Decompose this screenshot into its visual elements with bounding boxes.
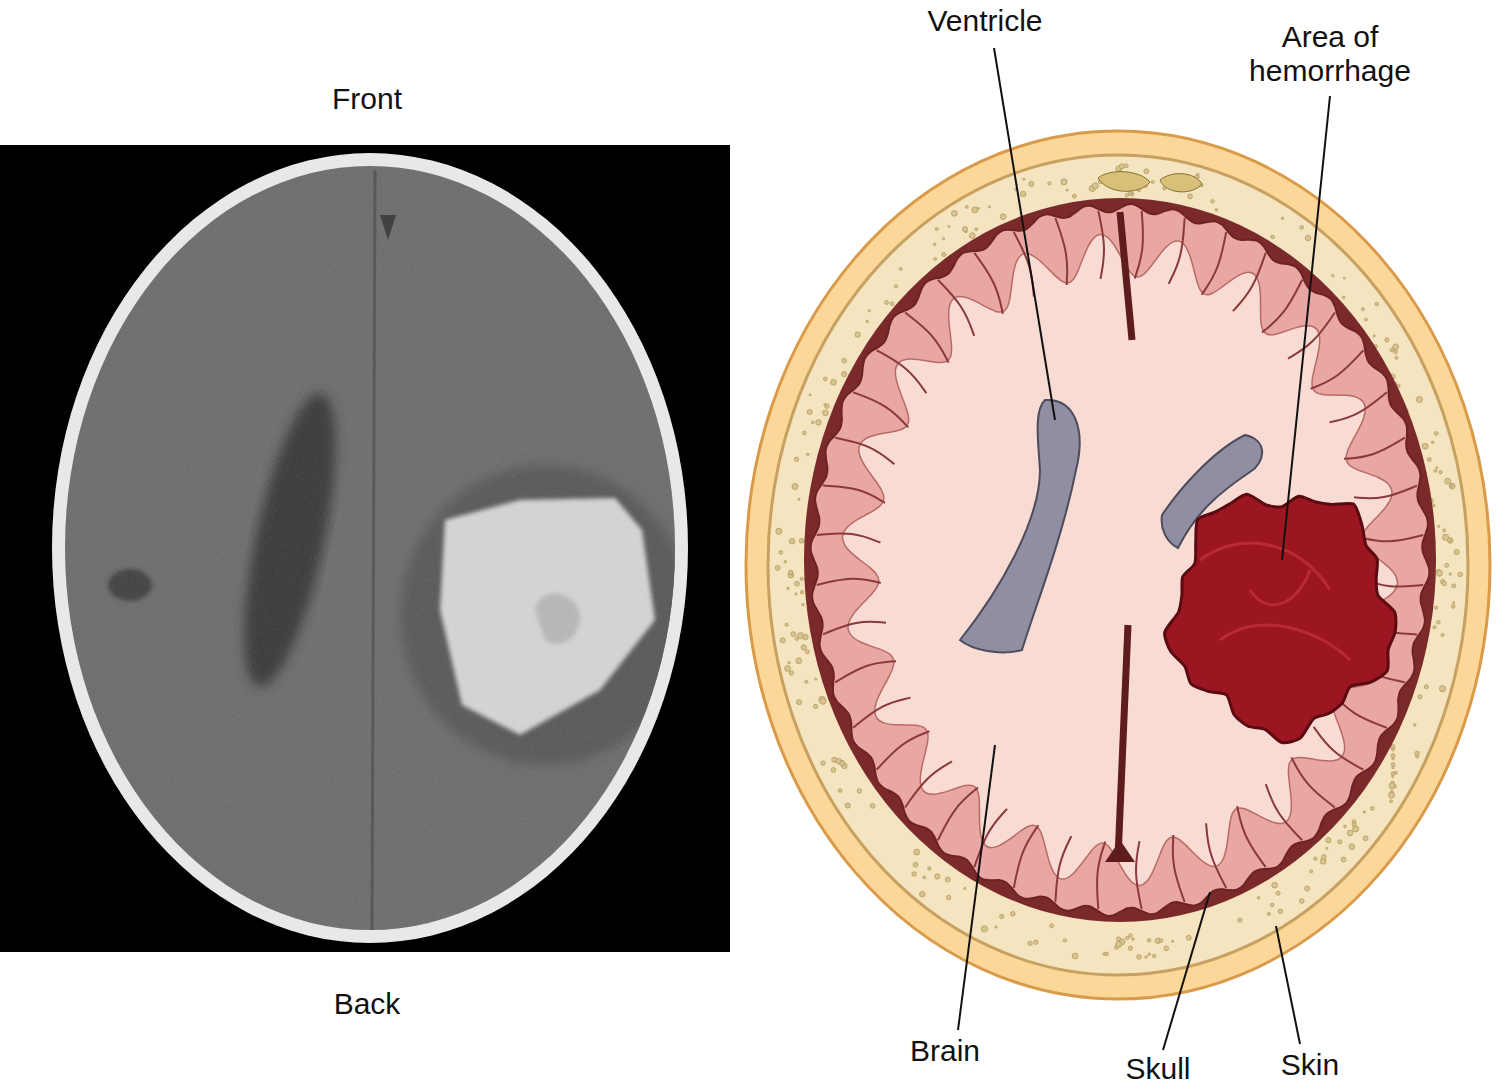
part-label: Ventricle	[885, 4, 1085, 38]
part-label: Skin	[1230, 1048, 1390, 1082]
part-label: Brain	[865, 1034, 1025, 1068]
brain-illustration	[746, 131, 1490, 999]
part-label: Skull	[1078, 1052, 1238, 1086]
part-label: Area of hemorrhage	[1225, 20, 1435, 88]
view-label: Back	[267, 987, 467, 1021]
leader-lines	[958, 48, 1330, 1050]
ct-scan	[0, 145, 730, 952]
view-label: Front	[267, 82, 467, 116]
